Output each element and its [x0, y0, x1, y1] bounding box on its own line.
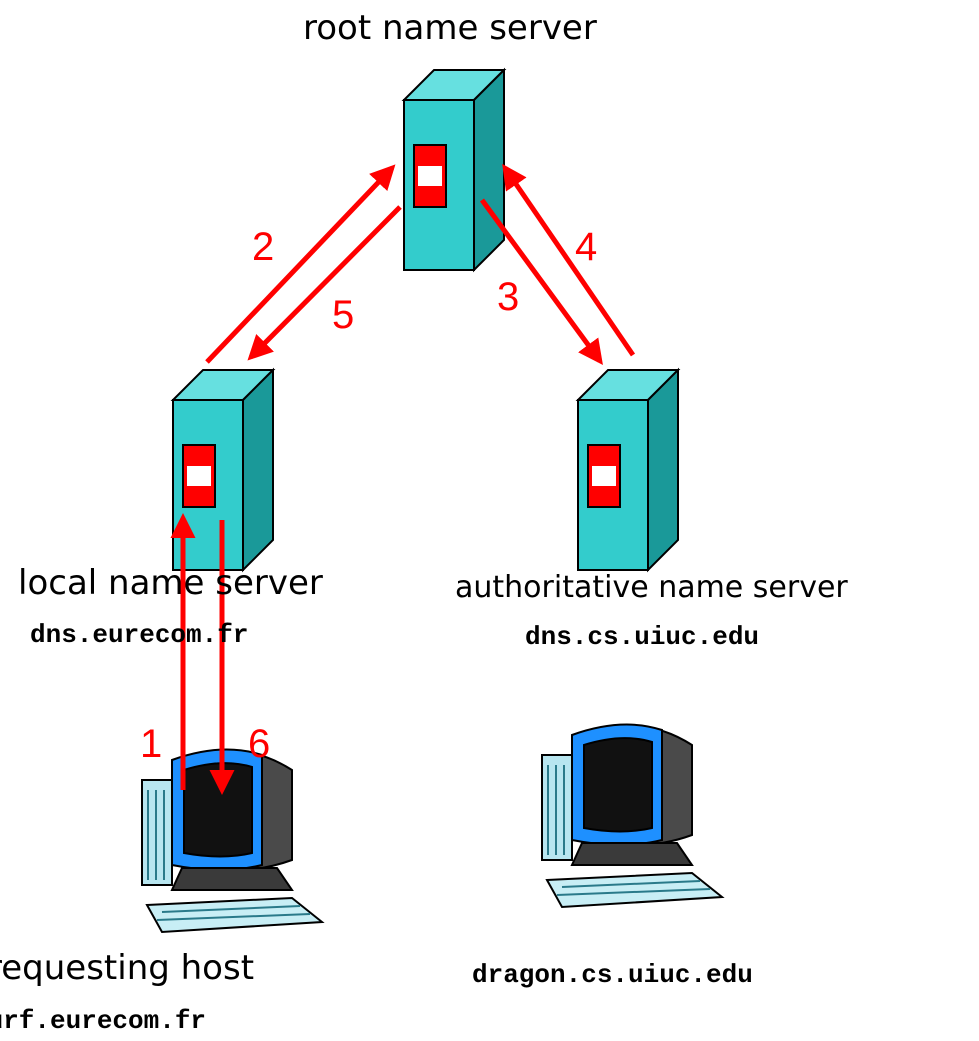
authoritative-server-label: authoritative name server — [455, 570, 848, 605]
arrow-step-2 — [205, 164, 396, 364]
step-label-6: 6 — [248, 722, 271, 766]
authoritative-server-hostname: dns.cs.uiuc.edu — [525, 622, 760, 652]
target-host-computer-icon — [541, 723, 723, 908]
step-label-1: 1 — [140, 722, 163, 766]
arrow-step-4 — [502, 163, 636, 357]
arrow-step-5 — [247, 205, 402, 361]
step-label-5: 5 — [332, 293, 355, 337]
requesting-host-label: requesting host — [0, 948, 255, 988]
root-server-label: root name server — [303, 8, 597, 48]
local-server-label: local name server — [18, 563, 323, 603]
authoritative-name-server-icon — [577, 369, 679, 571]
requesting-host-hostname: surf.eurecom.fr — [0, 1006, 207, 1036]
root-name-server-icon — [403, 69, 505, 271]
step-label-4: 4 — [575, 225, 598, 269]
requesting-host-computer-icon — [141, 748, 323, 933]
target-host-hostname: dragon.cs.uiuc.edu — [472, 960, 753, 990]
arrow-step-3 — [479, 198, 603, 366]
step-label-2: 2 — [252, 225, 275, 269]
step-label-3: 3 — [497, 275, 520, 319]
local-server-hostname: dns.eurecom.fr — [30, 620, 249, 650]
